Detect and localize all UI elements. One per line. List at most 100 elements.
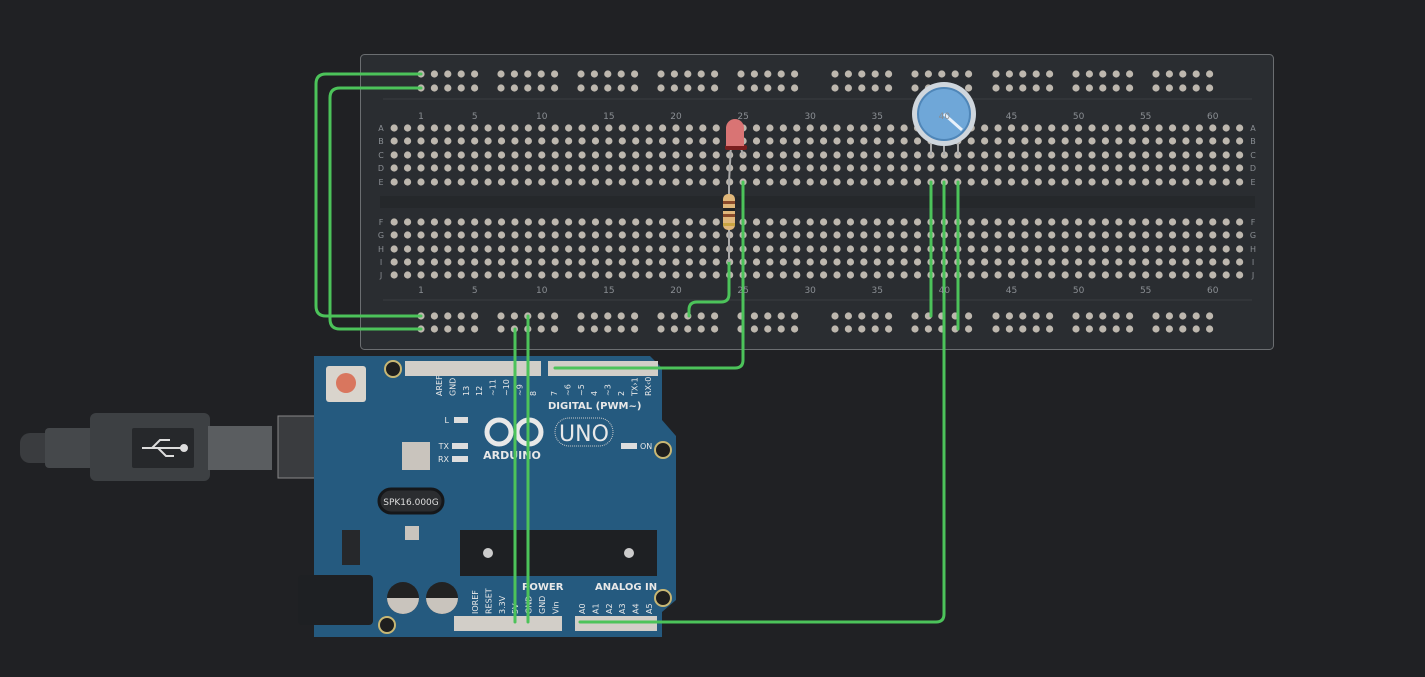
breadboard-hole[interactable] [900, 137, 908, 145]
breadboard-hole[interactable] [913, 271, 922, 279]
rail-hole[interactable] [750, 325, 759, 333]
rail-hole[interactable] [924, 325, 933, 333]
rail-hole[interactable] [590, 325, 599, 333]
rail-hole[interactable] [1019, 84, 1027, 92]
breadboard-hole[interactable] [779, 258, 787, 266]
breadboard-hole[interactable] [1168, 258, 1177, 266]
breadboard-hole[interactable] [981, 231, 989, 239]
breadboard-hole[interactable] [1074, 258, 1083, 266]
breadboard-hole[interactable] [430, 151, 439, 159]
breadboard-hole[interactable] [1021, 218, 1029, 226]
rail-hole[interactable] [471, 312, 479, 320]
rail-hole[interactable] [471, 84, 479, 92]
breadboard-hole[interactable] [1142, 218, 1150, 226]
rail-hole[interactable] [497, 325, 505, 333]
breadboard-hole[interactable] [873, 151, 881, 159]
rail-hole[interactable] [1152, 70, 1160, 78]
breadboard-hole[interactable] [1088, 124, 1096, 132]
breadboard-hole[interactable] [672, 151, 680, 159]
rail-hole[interactable] [430, 325, 438, 333]
breadboard-hole[interactable] [457, 124, 465, 132]
breadboard-hole[interactable] [752, 137, 761, 145]
rail-hole[interactable] [1005, 325, 1014, 333]
breadboard-hole[interactable] [618, 164, 626, 172]
breadboard-hole[interactable] [1101, 271, 1110, 279]
breadboard-hole[interactable] [1222, 271, 1230, 279]
breadboard-hole[interactable] [887, 178, 895, 186]
rail-hole[interactable] [831, 70, 839, 78]
breadboard-hole[interactable] [685, 245, 694, 253]
breadboard-hole[interactable] [632, 164, 640, 172]
breadboard-hole[interactable] [994, 151, 1002, 159]
breadboard-hole[interactable] [699, 218, 707, 226]
breadboard-hole[interactable] [1021, 258, 1029, 266]
breadboard-hole[interactable] [967, 178, 975, 186]
breadboard-hole[interactable] [390, 218, 398, 226]
breadboard-hole[interactable] [887, 231, 895, 239]
breadboard-hole[interactable] [565, 218, 573, 226]
rail-hole[interactable] [750, 312, 759, 320]
breadboard-hole[interactable] [1007, 271, 1016, 279]
rail-hole[interactable] [1152, 84, 1160, 92]
breadboard-hole[interactable] [685, 271, 694, 279]
rail-hole[interactable] [1112, 325, 1120, 333]
breadboard-hole[interactable] [497, 218, 506, 226]
breadboard-hole[interactable] [430, 218, 439, 226]
breadboard-hole[interactable] [1155, 124, 1163, 132]
breadboard-hole[interactable] [1195, 137, 1203, 145]
breadboard-hole[interactable] [403, 137, 412, 145]
rail-hole[interactable] [1152, 325, 1160, 333]
breadboard-hole[interactable] [1142, 151, 1150, 159]
breadboard-hole[interactable] [457, 271, 465, 279]
breadboard-hole[interactable] [1222, 137, 1230, 145]
rail-hole[interactable] [1032, 312, 1040, 320]
breadboard-hole[interactable] [417, 258, 425, 266]
breadboard-hole[interactable] [1048, 178, 1056, 186]
rail-hole[interactable] [911, 84, 919, 92]
rail-hole[interactable] [631, 70, 639, 78]
breadboard-hole[interactable] [900, 124, 908, 132]
breadboard-hole[interactable] [672, 218, 680, 226]
breadboard-hole[interactable] [1048, 164, 1056, 172]
rail-hole[interactable] [1032, 70, 1040, 78]
rail-hole[interactable] [737, 70, 745, 78]
breadboard-hole[interactable] [1182, 218, 1190, 226]
breadboard-hole[interactable] [430, 258, 439, 266]
breadboard-hole[interactable] [524, 178, 532, 186]
breadboard-hole[interactable] [591, 245, 600, 253]
breadboard-hole[interactable] [1142, 137, 1150, 145]
rail-hole[interactable] [537, 84, 545, 92]
breadboard-hole[interactable] [1128, 258, 1136, 266]
breadboard-hole[interactable] [605, 271, 613, 279]
breadboard-hole[interactable] [578, 245, 586, 253]
breadboard-hole[interactable] [820, 231, 828, 239]
breadboard-hole[interactable] [1209, 151, 1217, 159]
rail-hole[interactable] [992, 70, 1000, 78]
breadboard-hole[interactable] [1034, 124, 1042, 132]
breadboard-hole[interactable] [860, 137, 868, 145]
breadboard-hole[interactable] [1088, 271, 1096, 279]
rail-hole[interactable] [924, 70, 933, 78]
breadboard-hole[interactable] [430, 124, 439, 132]
rail-hole[interactable] [831, 325, 839, 333]
rail-hole[interactable] [992, 84, 1000, 92]
breadboard-hole[interactable] [1048, 218, 1056, 226]
breadboard-hole[interactable] [887, 164, 895, 172]
breadboard-hole[interactable] [403, 218, 412, 226]
breadboard-hole[interactable] [538, 124, 546, 132]
breadboard-hole[interactable] [484, 271, 492, 279]
breadboard-hole[interactable] [1101, 124, 1110, 132]
breadboard-hole[interactable] [578, 258, 586, 266]
breadboard-hole[interactable] [1236, 231, 1244, 239]
breadboard-hole[interactable] [806, 124, 814, 132]
breadboard-hole[interactable] [484, 245, 492, 253]
breadboard-hole[interactable] [712, 245, 720, 253]
breadboard-hole[interactable] [900, 164, 908, 172]
breadboard-hole[interactable] [685, 124, 694, 132]
breadboard-hole[interactable] [390, 124, 398, 132]
breadboard-hole[interactable] [551, 258, 559, 266]
breadboard-hole[interactable] [873, 124, 881, 132]
breadboard-hole[interactable] [1061, 218, 1069, 226]
breadboard-hole[interactable] [591, 151, 600, 159]
rail-hole[interactable] [844, 70, 853, 78]
